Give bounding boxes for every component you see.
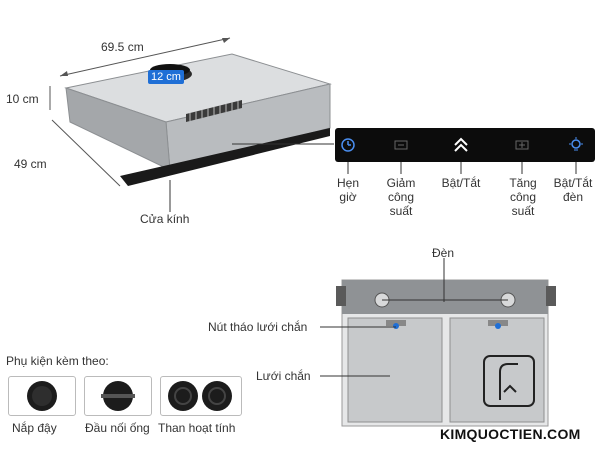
glass-door-label: Cửa kính — [140, 212, 190, 226]
control-label-light: Bật/Tắt đèn — [548, 176, 598, 204]
control-label-line: đèn — [562, 190, 584, 204]
dim-duct: 12 cm — [148, 70, 184, 84]
depth-dimension-line — [51, 119, 121, 187]
cap-icon — [27, 381, 57, 411]
accessory-duct-connector-label: Đầu nối ống — [85, 421, 150, 435]
charcoal-filter-icon — [168, 381, 232, 411]
control-label-line: suất — [389, 204, 413, 218]
light-bulb-icon — [565, 134, 587, 156]
dim-depth: 49 cm — [14, 157, 47, 171]
accessory-charcoal-filter — [160, 376, 242, 416]
control-label-line: suất — [511, 204, 535, 218]
control-label-line: Hẹn — [336, 176, 359, 190]
accessory-cap-label: Nắp đậy — [12, 421, 57, 435]
ducted-mode-badge — [483, 355, 535, 407]
control-label-line: Bật/Tắt — [553, 176, 593, 190]
filter-left — [347, 317, 443, 423]
control-label-line: công — [509, 190, 537, 204]
width-dimension-line — [59, 37, 231, 77]
accessory-duct-connector — [84, 376, 152, 416]
hood-bottom-top-bar — [342, 280, 548, 314]
filter-release-label: Nút tháo lưới chắn — [208, 320, 308, 334]
power-icon — [450, 134, 472, 156]
duct-connector-icon — [101, 381, 135, 411]
accessories-title: Phụ kiện kèm theo: — [6, 354, 109, 368]
control-panel — [335, 128, 595, 162]
release-button-left — [393, 323, 399, 329]
fan-up-icon — [511, 134, 533, 156]
fan-down-icon — [390, 134, 412, 156]
control-label-timer: Hẹn giờ — [324, 176, 372, 204]
timer-icon — [337, 134, 359, 156]
filter-label: Lưới chắn — [256, 369, 311, 383]
glass-strip — [120, 128, 330, 186]
accessory-cap — [8, 376, 76, 416]
accessory-charcoal-filter-label: Than hoạt tính — [158, 421, 236, 435]
control-label-line: Tăng — [509, 176, 537, 190]
filter-right — [449, 317, 545, 423]
dim-width: 69.5 cm — [101, 40, 144, 54]
control-label-line: Bật/Tắt — [441, 176, 481, 190]
control-label-fan-up: Tăng công suất — [498, 176, 548, 218]
control-label-fan-down: Giảm công suất — [376, 176, 426, 218]
brand-watermark: KIMQUOCTIEN.COM — [440, 426, 581, 442]
light-label: Đèn — [432, 246, 455, 260]
control-label-line: giờ — [339, 190, 357, 204]
control-label-power: Bật/Tắt — [431, 176, 491, 190]
dim-height: 10 cm — [6, 92, 39, 106]
control-label-line: công — [387, 190, 415, 204]
release-button-right — [495, 323, 501, 329]
control-label-line: Giảm — [386, 176, 416, 190]
